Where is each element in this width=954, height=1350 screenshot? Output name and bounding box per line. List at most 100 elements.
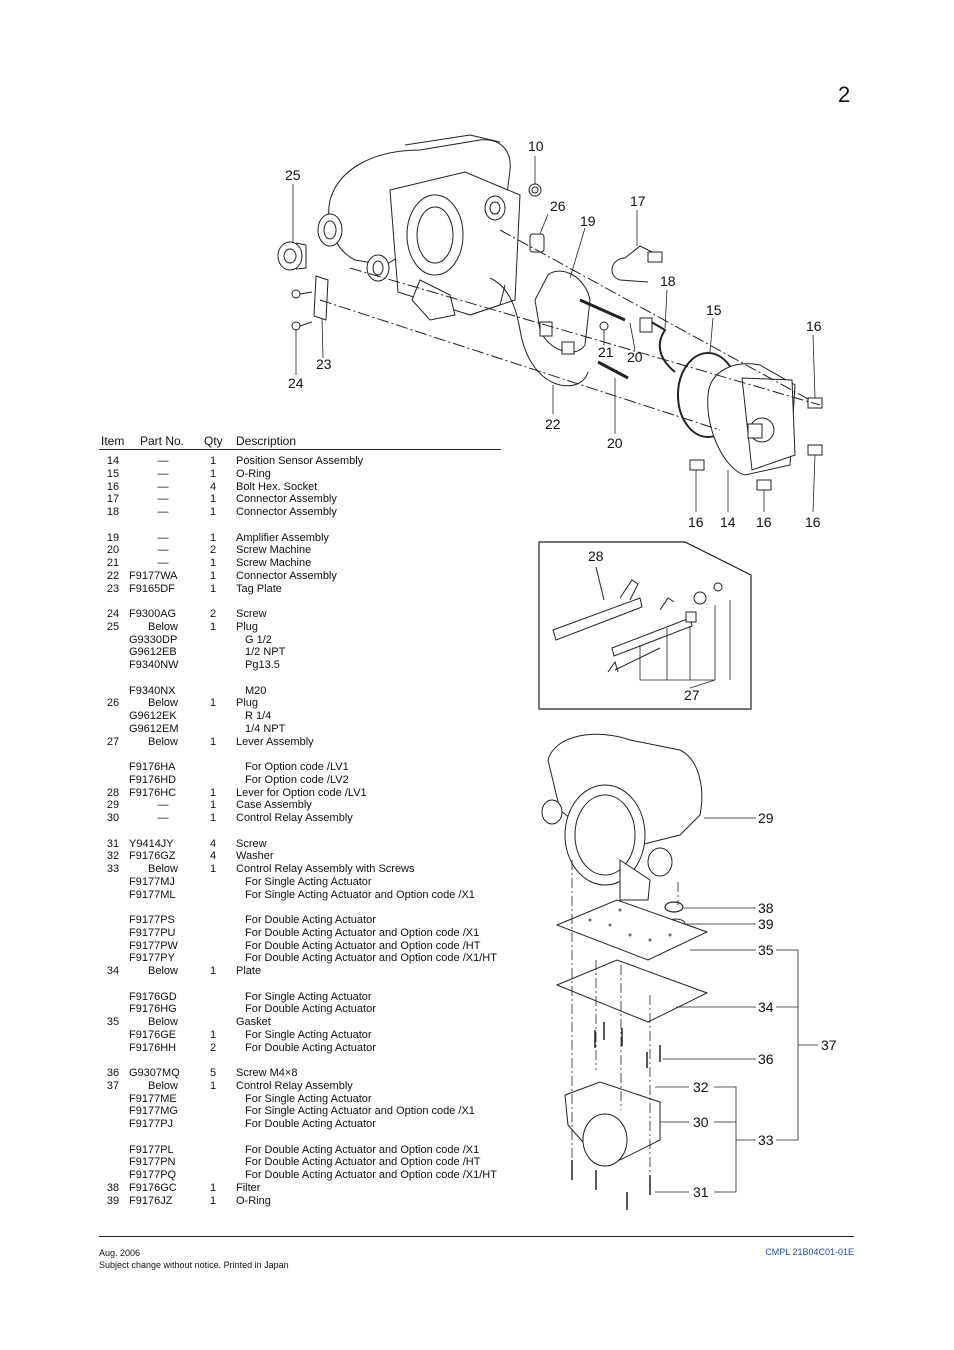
part-no-cell: F9177PW [129, 939, 178, 952]
item-cell: 27 [106, 735, 120, 748]
part-no-cell: F9177PQ [129, 1169, 177, 1181]
part-no-cell: Y9414JY [129, 837, 174, 850]
table-row [99, 1131, 501, 1144]
footer-notice: Subject change without notice. Printed i… [99, 1260, 289, 1270]
qty-cell: 1 [209, 863, 217, 875]
part-no-cell: G9612EB [129, 646, 177, 659]
item-cell: 37 [106, 1079, 120, 1092]
part-no-cell: F9176HC [129, 786, 177, 799]
description-cell: For Option code /LV2 [245, 773, 349, 786]
part-no-cell: F9177PS [129, 914, 175, 926]
description-cell: 1/4 NPT [245, 722, 286, 735]
table-row [99, 901, 501, 914]
part-no-cell: — [157, 812, 169, 824]
callout-26: 26 [550, 198, 566, 214]
callout-20: 20 [627, 349, 643, 365]
page-number: 2 [838, 82, 851, 107]
part-no-cell: — [157, 544, 169, 557]
part-no-cell: F9340NW [129, 659, 179, 671]
table-row [99, 978, 501, 991]
description-cell: Tag Plate [236, 582, 282, 595]
description-cell: For Double Acting Actuator and Option co… [245, 926, 480, 939]
callout-34: 34 [758, 999, 774, 1015]
description-cell: Screw [236, 837, 267, 850]
callout-19: 19 [580, 213, 596, 229]
description-cell: Connector Assembly [236, 493, 337, 506]
table-row [99, 1054, 501, 1067]
qty-cell: 2 [209, 608, 217, 620]
description-cell: Connector Assembly [236, 569, 337, 582]
part-no-cell: F9176GC [129, 1181, 177, 1194]
description-cell: For Single Acting Actuator [245, 1092, 372, 1105]
part-no-cell: F9177ME [129, 1092, 177, 1105]
tag-plate-illustration [291, 275, 329, 331]
part-no-cell: Below [148, 697, 178, 710]
part-no-cell: F9176GD [129, 990, 177, 1003]
qty-cell: 1 [209, 455, 217, 467]
item-cell: 32 [106, 850, 120, 863]
description-cell: For Single Acting Actuator and Option co… [245, 1105, 475, 1118]
part-no-cell: — [157, 557, 169, 569]
qty-cell: 1 [209, 569, 217, 582]
callout-25: 25 [285, 167, 301, 183]
callout-16: 16 [806, 318, 822, 334]
table-row [99, 825, 501, 838]
description-cell: For Double Acting Actuator and Option co… [245, 1156, 481, 1169]
header-part-no: Part No. [140, 434, 185, 448]
part-no-cell: — [157, 467, 169, 480]
item-cell: 18 [106, 506, 120, 518]
part-no-cell: F9176HH [129, 1041, 177, 1054]
description-cell: Lever for Option code /LV1 [236, 786, 367, 799]
item-cell: 36 [106, 1067, 120, 1079]
description-cell: For Double Acting Actuator and Option co… [245, 1143, 480, 1156]
description-cell: For Double Acting Actuator [245, 1041, 376, 1054]
item-cell: 19 [106, 531, 120, 544]
qty-cell: 5 [209, 1067, 217, 1079]
qty-cell: 1 [209, 1194, 217, 1207]
part-no-cell: F9176GE [129, 1028, 177, 1041]
item-cell: 39 [106, 1194, 120, 1207]
table-row [99, 519, 501, 532]
description-cell: R 1/4 [245, 710, 272, 722]
description-cell: For Double Acting Actuator [245, 1118, 376, 1130]
leader-lines [292, 156, 816, 513]
description-cell: G 1/2 [245, 633, 272, 646]
qty-cell: 1 [209, 1028, 217, 1041]
description-cell: For Single Acting Actuator [245, 990, 372, 1003]
item-cell: 22 [106, 569, 120, 582]
description-cell: Position Sensor Assembly [236, 455, 364, 467]
plug-25-illustration [277, 241, 307, 271]
description-cell: Case Assembly [236, 799, 312, 812]
callout-38: 38 [758, 900, 774, 916]
qty-cell: 4 [209, 837, 217, 850]
callout-14: 14 [720, 514, 736, 530]
part-no-cell: G9330DP [129, 633, 178, 646]
description-cell: Washer [236, 850, 274, 863]
callout-35: 35 [758, 942, 774, 958]
part-no-cell: Below [148, 735, 178, 748]
description-cell: Bolt Hex. Socket [236, 480, 318, 493]
table-row: F9176GD For Single Acting Actuator [99, 991, 501, 1004]
table-row [99, 748, 501, 761]
qty-cell: 1 [209, 620, 217, 633]
bottom-leaders [655, 817, 818, 1193]
part-no-cell: F9165DF [129, 582, 175, 595]
